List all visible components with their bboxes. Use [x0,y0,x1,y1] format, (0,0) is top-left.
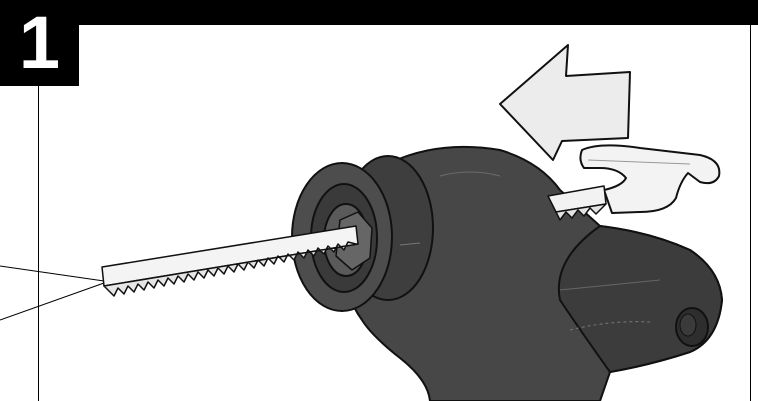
callout-lines [0,266,104,320]
arrow-left-icon [500,45,630,160]
